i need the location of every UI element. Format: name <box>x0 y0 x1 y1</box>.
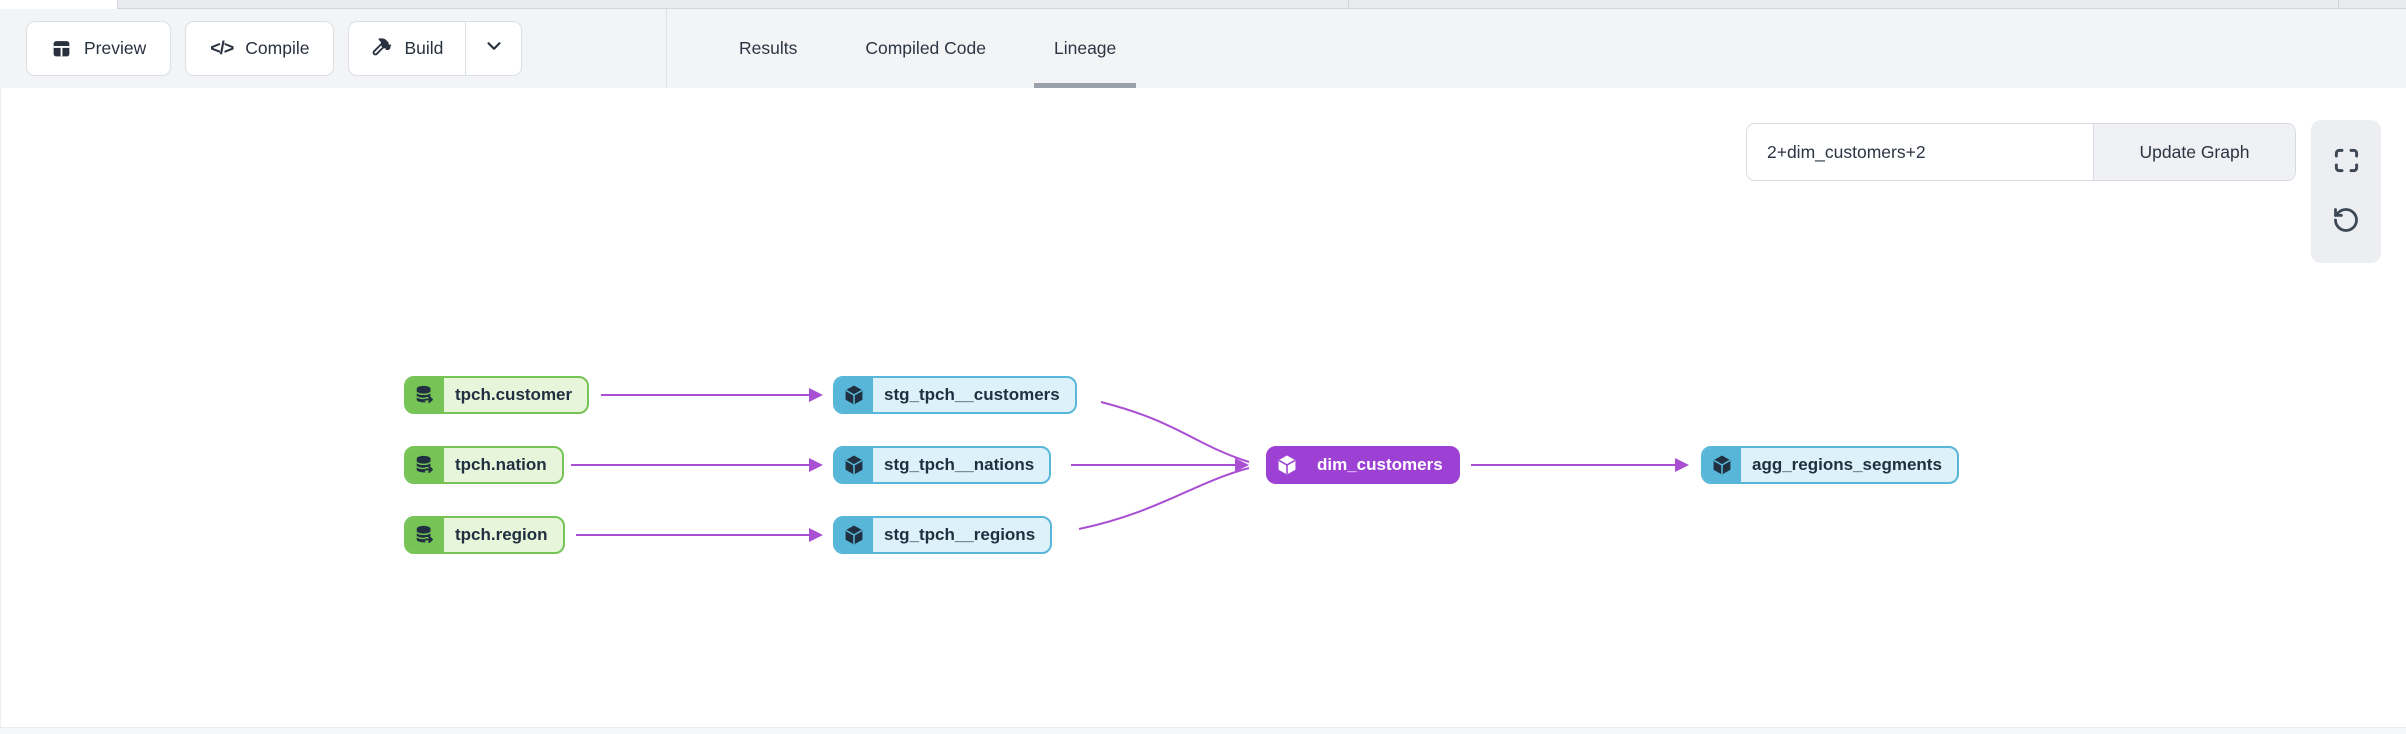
tab-results[interactable]: Results <box>739 38 798 58</box>
build-button-group: Build <box>348 21 523 76</box>
database-arrow-icon <box>406 378 444 412</box>
lineage-node-agg_regions_segments[interactable]: agg_regions_segments <box>1701 446 1959 484</box>
active-file-tab-edge <box>0 0 118 9</box>
node-selector-group: Update Graph <box>1746 123 2296 181</box>
pane-divider <box>2338 0 2339 9</box>
lineage-edges <box>571 388 1689 542</box>
database-arrow-icon <box>406 448 444 482</box>
node-label: agg_regions_segments <box>1752 455 1942 474</box>
node-label: dim_customers <box>1317 455 1443 474</box>
cube-icon <box>1703 448 1741 482</box>
lineage-node-tpch.customer[interactable]: tpch.customer <box>404 376 590 414</box>
lineage-node-stg_tpch__regions[interactable]: stg_tpch__regions <box>833 516 1053 554</box>
edge-stg_tpch__customers-to-dim_customers <box>1100 401 1250 463</box>
action-buttons: Preview </> Compile Build <box>0 21 523 76</box>
rotate-ccw-icon <box>2332 206 2360 237</box>
cube-icon <box>835 378 873 412</box>
cube-icon <box>1268 448 1306 482</box>
database-arrow-icon <box>406 518 444 552</box>
preview-button-label: Preview <box>84 38 147 58</box>
hammer-icon <box>371 36 392 62</box>
node-selector-input[interactable] <box>1747 124 2093 180</box>
lineage-node-stg_tpch__customers[interactable]: stg_tpch__customers <box>833 376 1077 414</box>
node-label: stg_tpch__customers <box>884 385 1060 404</box>
lineage-node-dim_customers[interactable]: dim_customers <box>1266 446 1460 484</box>
result-tabs: Results Compiled Code Lineage <box>705 9 1150 88</box>
edge-stg_tpch__regions-to-dim_customers <box>1078 467 1250 530</box>
compile-button-label: Compile <box>245 38 310 58</box>
lineage-node-stg_tpch__nations[interactable]: stg_tpch__nations <box>833 446 1052 484</box>
cube-icon <box>835 518 873 552</box>
preview-button[interactable]: Preview <box>26 21 172 76</box>
node-label: tpch.nation <box>455 455 547 474</box>
pane-divider <box>1348 0 1349 9</box>
cube-icon <box>835 448 873 482</box>
tab-lineage[interactable]: Lineage <box>1020 9 1150 88</box>
node-label: stg_tpch__nations <box>884 455 1035 474</box>
chevron-down-icon <box>483 35 505 62</box>
graph-tools-panel <box>2311 120 2381 263</box>
node-label: tpch.region <box>455 525 548 544</box>
code-icon: </> <box>210 38 234 58</box>
update-graph-button[interactable]: Update Graph <box>2093 124 2295 180</box>
fullscreen-button[interactable] <box>2326 142 2366 182</box>
bottom-strip <box>0 727 2406 734</box>
reset-view-button[interactable] <box>2326 201 2366 241</box>
editor-tabbar-edge <box>0 0 2406 9</box>
compile-button[interactable]: </> Compile <box>185 21 335 76</box>
build-options-dropdown[interactable] <box>465 22 521 75</box>
maximize-icon <box>2333 147 2360 177</box>
bottom-pane-header: Preview </> Compile Build <box>0 9 2406 88</box>
tab-compiled-code[interactable]: Compiled Code <box>865 38 986 58</box>
build-button[interactable]: Build <box>349 22 465 75</box>
lineage-node-tpch.nation[interactable]: tpch.nation <box>404 446 564 484</box>
header-divider <box>666 9 667 88</box>
build-button-label: Build <box>404 38 444 58</box>
node-label: stg_tpch__regions <box>884 525 1036 544</box>
table-grid-icon <box>51 38 72 59</box>
lineage-node-tpch.region[interactable]: tpch.region <box>404 516 565 554</box>
node-label: tpch.customer <box>455 385 573 404</box>
